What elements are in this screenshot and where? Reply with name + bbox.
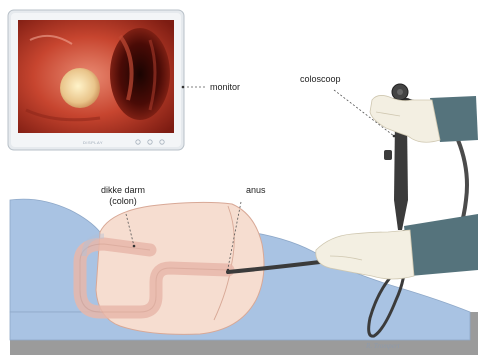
label-anus: anus bbox=[246, 185, 266, 195]
monitor: DISPLAY bbox=[8, 10, 184, 150]
upper-hand bbox=[370, 95, 478, 142]
label-colonoscope: coloscoop bbox=[300, 74, 341, 84]
label-large-intestine-latin: (colon) bbox=[109, 196, 137, 206]
endoscopy-image bbox=[18, 20, 174, 133]
label-monitor: monitor bbox=[210, 82, 240, 92]
lower-hand bbox=[316, 214, 478, 279]
label-large-intestine: dikke darm bbox=[101, 185, 145, 195]
polyp bbox=[60, 68, 100, 108]
artist-signature: R. Trompert bbox=[365, 342, 401, 350]
monitor-brand: DISPLAY bbox=[83, 140, 103, 145]
